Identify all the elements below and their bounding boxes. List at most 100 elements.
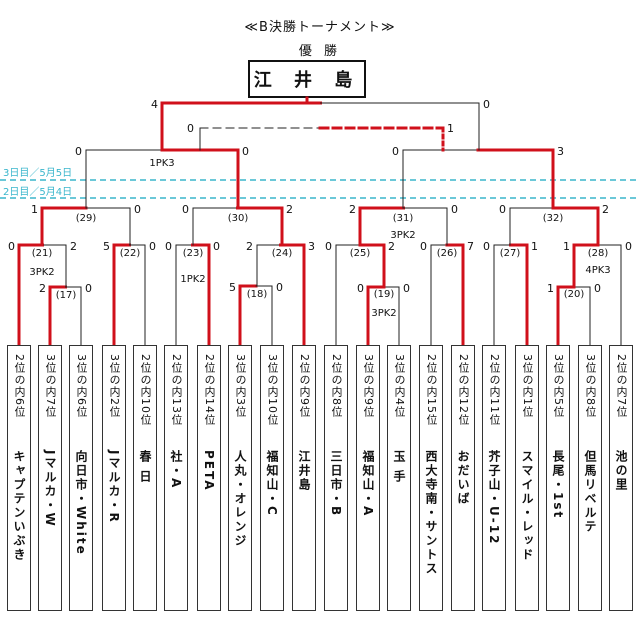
score-label: 1 — [447, 122, 454, 135]
team-name: おだいば — [456, 450, 470, 506]
score-label: 0 — [499, 203, 506, 216]
score-label: 0 — [403, 282, 410, 295]
score-label: 0 — [392, 145, 399, 158]
score-label: 3 — [308, 240, 315, 253]
team-rank: 3位の内5位 — [552, 354, 565, 418]
team-box: 3位の内9位福知山・A — [356, 345, 380, 611]
team-rank: 2位の内14位 — [203, 354, 216, 426]
match-number-label: (18) — [247, 289, 268, 300]
score-label: 2 — [602, 203, 609, 216]
team-name: 長尾・1st — [551, 450, 565, 520]
match-number-label: (17) — [56, 290, 77, 301]
score-label: 0 — [357, 282, 364, 295]
team-box: 3位の内5位長尾・1st — [546, 345, 570, 611]
team-box: 3位の内7位 Jマルカ・W — [38, 345, 62, 611]
team-name: PETA — [202, 450, 216, 492]
champion-heading: 優 勝 — [298, 44, 342, 59]
team-name: 社・A — [169, 450, 183, 490]
team-name: 芥子山・U-12 — [487, 450, 501, 546]
team-box: 2位の内10位春 日 — [133, 345, 157, 611]
score-label: 4 — [151, 98, 158, 111]
team-rank: 3位の内9位 — [362, 354, 375, 418]
team-rank: 3位の内10位 — [266, 354, 279, 426]
team-name: 江井島 — [297, 450, 311, 492]
team-name: 但馬リベルテ — [583, 450, 597, 534]
team-box: 2位の内7位池の里 — [609, 345, 633, 611]
team-name: 向日市・White — [74, 450, 88, 556]
team-name: 春 日 — [138, 450, 152, 485]
team-rank: 3位の内7位 — [44, 354, 57, 418]
team-rank: 2位の内9位 — [298, 354, 311, 418]
score-label: 0 — [149, 240, 156, 253]
team-name: Jマルカ・W — [43, 450, 57, 528]
team-rank: 2位の内12位 — [457, 354, 470, 426]
score-label: 1 — [547, 282, 554, 295]
match-number-label: (28) — [588, 248, 609, 259]
score-label: 1 — [531, 240, 538, 253]
match-number-label: (22) — [120, 248, 141, 259]
score-label: 1 — [563, 240, 570, 253]
team-box: 3位の内2位 Jマルカ・R — [102, 345, 126, 611]
team-box: 3位の内8位但馬リベルテ — [578, 345, 602, 611]
champion-box: 江 井 島 — [248, 60, 366, 98]
match-number-label: (31) — [393, 213, 414, 224]
team-name: Jマルカ・R — [107, 450, 121, 524]
score-label: 2 — [286, 203, 293, 216]
team-rank: 3位の内2位 — [108, 354, 121, 418]
match-number-label: (20) — [564, 289, 585, 300]
match-number-label: (19) — [374, 289, 395, 300]
score-label: 2 — [349, 203, 356, 216]
score-label: 2 — [70, 240, 77, 253]
team-rank: 3位の内1位 — [521, 354, 534, 418]
team-box: 2位の内12位おだいば — [451, 345, 475, 611]
score-label: 0 — [483, 98, 490, 111]
pk-score-label: 1PK2 — [180, 274, 205, 285]
team-box: 2位の内11位芥子山・U-12 — [482, 345, 506, 611]
match-number-label: (30) — [228, 213, 249, 224]
score-label: 0 — [213, 240, 220, 253]
team-rank: 3位の内8位 — [584, 354, 597, 418]
team-box: 2位の内13位社・A — [164, 345, 188, 611]
team-box: 3位の内3位人丸・オレンジ — [228, 345, 252, 611]
match-number-label: (27) — [500, 248, 521, 259]
pk-score-label: 4PK3 — [585, 265, 610, 276]
score-label: 0 — [325, 240, 332, 253]
team-name: スマイル・レッド — [520, 450, 534, 562]
score-label: 0 — [85, 282, 92, 295]
team-rank: 2位の内8位 — [330, 354, 343, 418]
match-number-label: (24) — [272, 248, 293, 259]
day3-label: 3日目／5月5日 — [3, 168, 73, 179]
score-label: 0 — [75, 145, 82, 158]
match-number-label: (26) — [437, 248, 458, 259]
team-box: 2位の内14位 PETA — [197, 345, 221, 611]
team-box: 3位の内1位スマイル・レッド — [515, 345, 539, 611]
day2-label: 2日目／5月4日 — [3, 187, 73, 198]
team-rank: 2位の内11位 — [488, 354, 501, 426]
team-box: 3位の内6位向日市・White — [69, 345, 93, 611]
score-label: 5 — [103, 240, 110, 253]
team-name: 人丸・オレンジ — [233, 450, 247, 548]
match-number-label: (21) — [32, 248, 53, 259]
score-label: 0 — [276, 281, 283, 294]
team-box: 2位の内8位三日市・B — [324, 345, 348, 611]
pk-score-label: 3PK2 — [390, 230, 415, 241]
team-box: 3位の内10位福知山・C — [260, 345, 284, 611]
team-name: 福知山・C — [265, 450, 279, 517]
pk-score-label: 1PK3 — [149, 158, 174, 169]
team-box: 3位の内4位玉 手 — [387, 345, 411, 611]
team-name: 池の里 — [614, 450, 628, 492]
pk-score-label: 3PK2 — [29, 267, 54, 278]
score-label: 0 — [451, 203, 458, 216]
score-label: 0 — [165, 240, 172, 253]
score-label: 3 — [557, 145, 564, 158]
team-rank: 2位の内6位 — [13, 354, 26, 418]
score-label: 2 — [246, 240, 253, 253]
score-label: 2 — [39, 282, 46, 295]
match-number-label: (25) — [350, 248, 371, 259]
score-label: 5 — [229, 281, 236, 294]
score-label: 0 — [134, 203, 141, 216]
team-rank: 2位の内13位 — [170, 354, 183, 426]
team-name: 福知山・A — [361, 450, 375, 518]
